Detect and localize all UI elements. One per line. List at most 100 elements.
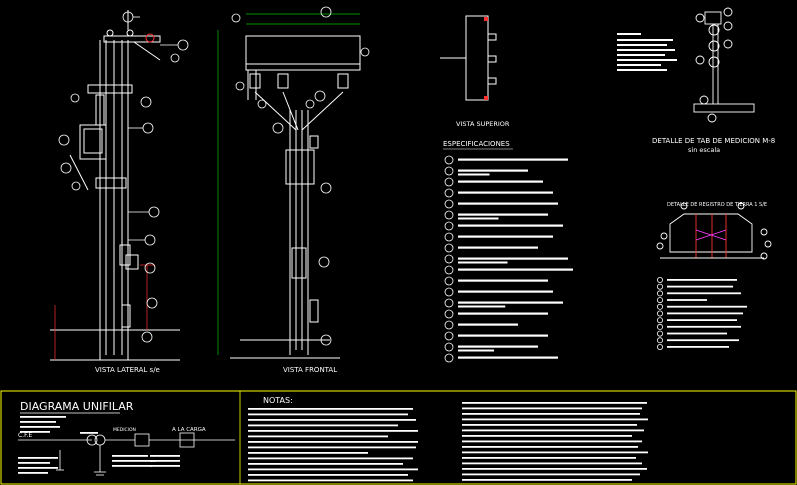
unifilar-diagram xyxy=(18,432,235,476)
note-line xyxy=(248,435,388,438)
spec-item-marker xyxy=(444,188,454,198)
unifilar-annotation xyxy=(20,431,50,433)
spec-item-line xyxy=(458,356,558,359)
ground-item-marker xyxy=(657,290,664,297)
ground-item-line xyxy=(667,292,741,295)
ground-item-line xyxy=(667,325,741,328)
lateral-callouts xyxy=(58,11,189,343)
ground-item-marker xyxy=(657,323,664,330)
unifilar-annotation xyxy=(150,465,180,467)
spec-item-marker xyxy=(444,309,454,319)
detalle-tab-scale: sin escala xyxy=(688,146,720,154)
spec-item-line xyxy=(458,279,548,282)
note-line xyxy=(248,430,418,432)
ground-item-marker xyxy=(657,283,664,290)
note-line xyxy=(462,407,642,410)
note-line xyxy=(248,408,413,410)
note-line xyxy=(248,479,413,482)
unifilar-annotation xyxy=(80,432,98,434)
ground-item-marker xyxy=(657,310,664,317)
spec-item-line xyxy=(458,246,538,249)
note-line xyxy=(462,462,642,465)
note-line xyxy=(248,452,368,454)
spec-item-line xyxy=(458,257,568,260)
spec-item-marker xyxy=(444,287,454,297)
ground-item-marker xyxy=(657,276,664,283)
spec-item-marker xyxy=(444,265,454,275)
unifilar-annotation xyxy=(18,472,48,474)
ground-item-marker xyxy=(657,337,664,344)
spec-item-line xyxy=(458,345,538,348)
spec-item-marker xyxy=(444,353,454,363)
note-line xyxy=(462,402,647,404)
note-line xyxy=(248,468,418,471)
note-line xyxy=(462,468,647,470)
ground-item-line xyxy=(667,279,737,281)
ground-detail-list xyxy=(657,276,747,350)
ground-item-line xyxy=(667,339,739,342)
tab-medicion-detail xyxy=(693,7,755,123)
unifilar-annotation xyxy=(150,455,180,457)
note-line xyxy=(462,446,638,448)
ground-item-line xyxy=(667,285,733,288)
note-line xyxy=(248,424,398,427)
spec-item-marker xyxy=(444,221,454,231)
detalle-tierra-title: DETALLE DE REGISTRO DE TIERRA 1 S/E xyxy=(667,202,767,208)
spec-item-marker xyxy=(444,331,454,341)
note-line xyxy=(462,424,637,426)
note-line xyxy=(462,418,648,421)
ground-item-marker xyxy=(657,297,664,304)
frontal-callouts xyxy=(231,6,370,346)
note-line xyxy=(248,463,403,465)
specs-title: ESPECIFICACIONES xyxy=(443,140,510,148)
ground-item-line xyxy=(667,346,729,348)
unifilar-annotation xyxy=(18,462,50,464)
spec-item-line xyxy=(458,305,506,308)
spec-item-marker xyxy=(444,155,454,165)
unifilar-annotation xyxy=(150,460,180,462)
ground-item-line xyxy=(667,312,743,315)
ground-item-line xyxy=(667,319,737,321)
note-line xyxy=(248,457,413,460)
spec-item-line xyxy=(458,191,553,194)
ground-item-marker xyxy=(657,303,664,310)
tab-medicion-notes xyxy=(617,33,677,71)
spec-item-marker xyxy=(444,298,454,308)
title-block-frame xyxy=(0,390,797,485)
lateral-dimensions xyxy=(54,264,155,360)
cfe-label: C.F.E xyxy=(18,432,32,439)
superior-markers xyxy=(484,17,488,100)
spec-item-line xyxy=(458,173,490,176)
notes-text-block xyxy=(248,402,648,482)
note-line xyxy=(462,440,642,443)
note-line xyxy=(248,441,418,443)
note-line xyxy=(462,457,636,459)
ground-item-line xyxy=(667,299,707,301)
spec-item-line xyxy=(458,290,553,293)
ground-item-line xyxy=(667,305,747,308)
spec-item-marker xyxy=(444,177,454,187)
spec-item-line xyxy=(458,235,553,238)
note-line xyxy=(462,435,632,437)
note-line xyxy=(462,479,632,481)
spec-item-marker xyxy=(444,276,454,286)
unifilar-annotation xyxy=(20,416,66,418)
note-line xyxy=(248,446,416,449)
spec-item-line xyxy=(458,349,494,352)
spec-item-marker xyxy=(444,320,454,330)
specifications-list xyxy=(444,155,573,363)
spec-item-line xyxy=(458,213,548,216)
carga-label: A LA CARGA xyxy=(172,427,206,433)
spec-item-line xyxy=(458,261,508,264)
unifilar-small-text xyxy=(18,416,180,474)
spec-item-line xyxy=(458,158,568,161)
frontal-pole-group xyxy=(230,35,361,359)
unifilar-annotation xyxy=(18,467,58,469)
spec-item-line xyxy=(458,312,548,315)
spec-item-line xyxy=(458,301,563,304)
spec-item-line xyxy=(458,169,528,172)
unifilar-annotation xyxy=(112,455,148,457)
ground-item-marker xyxy=(657,317,664,324)
detalle-tab-title: DETALLE DE TAB DE MEDICION M-8 xyxy=(652,137,775,145)
